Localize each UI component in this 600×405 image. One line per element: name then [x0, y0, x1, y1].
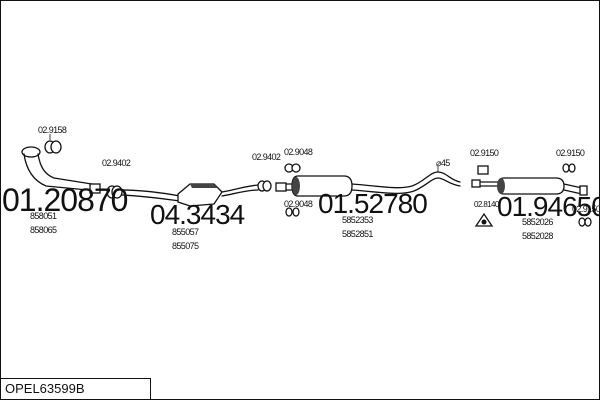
oe-number-2b: 855075 — [172, 241, 199, 251]
downpipe-end — [89, 183, 101, 194]
hanger-fitting-9 — [578, 217, 592, 227]
part-number-3: 01.52780 — [318, 188, 427, 219]
downpipe-flange — [21, 146, 41, 158]
rear-silencer-section — [471, 177, 588, 196]
hanger-fitting-5 — [285, 207, 300, 217]
fitting-label-2: 02.9402 — [102, 158, 131, 168]
oe-number-2a: 855057 — [172, 227, 199, 237]
bracket-fitting-8 — [474, 212, 494, 227]
cat-inlet-bottom — [121, 194, 181, 202]
fitting-label-1: 02.9158 — [38, 125, 67, 135]
oe-number-3a: 5852353 — [342, 215, 373, 225]
downpipe-upper — [23, 153, 99, 192]
fitting-label-7: 02.9150 — [556, 148, 585, 158]
clamp-fitting-3 — [257, 180, 272, 192]
hanger-fitting-6 — [477, 165, 489, 175]
clamp-fitting-4 — [284, 163, 301, 173]
oe-number-4a: 5852026 — [522, 217, 553, 227]
downpipe-lower — [37, 153, 99, 186]
diagram-code: OPEL63599B — [5, 381, 85, 396]
part-number-2: 04.3434 — [150, 199, 245, 230]
oe-number-3b: 5852851 — [342, 229, 373, 239]
fitting-label-9: 02.9150 — [572, 204, 600, 214]
cat-outlet-top — [221, 184, 259, 193]
rear-pipe-joint — [471, 179, 481, 188]
catalytic-converter-section — [121, 183, 259, 207]
mid-pipe-joint — [275, 182, 287, 192]
mid-outlet-top — [351, 171, 461, 189]
fitting-label-5: 02.9048 — [284, 199, 313, 209]
clamp-fitting-2 — [106, 185, 123, 199]
part-number-4: 01.94650 — [497, 191, 600, 222]
middle-silencer-section — [275, 171, 461, 197]
hanger-fitting-7 — [562, 163, 576, 173]
clamp-fitting-1 — [44, 140, 62, 154]
fitting-label-6: 02.9150 — [470, 148, 499, 158]
cat-inlet-top — [121, 189, 181, 197]
fitting-label-3: 02.9402 — [252, 152, 281, 162]
downpipe-section — [21, 146, 101, 194]
part-number-1: 01.20870 — [2, 182, 128, 218]
oe-number-1a: 858051 — [30, 211, 57, 221]
oe-number-1b: 858065 — [30, 225, 57, 235]
oe-number-4b: 5852028 — [522, 231, 553, 241]
fitting-label-8: 02.8140 — [474, 200, 500, 209]
middle-silencer-body — [291, 175, 353, 197]
fitting-label-4: 02.9048 — [284, 147, 313, 157]
mid-outlet-bottom — [351, 177, 461, 195]
pipe-diameter-label: ⌀45 — [436, 158, 450, 168]
cat-outlet-bottom — [221, 189, 259, 197]
tailpipe-end — [579, 185, 588, 196]
